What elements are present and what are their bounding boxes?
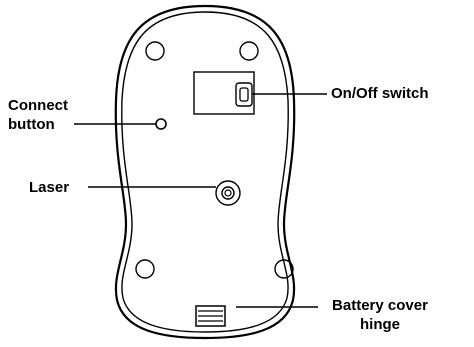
switch-recess bbox=[194, 72, 254, 114]
connect-button-label-line2: button bbox=[8, 115, 68, 134]
on-off-switch-knob bbox=[240, 88, 248, 101]
battery-cover-hinge-label: Battery cover hinge bbox=[318, 296, 442, 334]
laser-label-text: Laser bbox=[29, 179, 69, 196]
laser-middle-ring bbox=[222, 187, 234, 199]
battery-cover-hinge-label-line2: hinge bbox=[318, 315, 442, 334]
foot-bottom-left bbox=[136, 260, 154, 278]
on-off-switch-label-text: On/Off switch bbox=[331, 85, 429, 102]
on-off-switch-label: On/Off switch bbox=[331, 84, 429, 103]
mouse-outer-outline bbox=[116, 6, 294, 338]
laser-outer-ring bbox=[216, 181, 240, 205]
connect-button bbox=[156, 119, 166, 129]
foot-top-left bbox=[146, 42, 164, 60]
mouse-inner-outline bbox=[122, 12, 288, 332]
connect-button-label: Connect button bbox=[8, 96, 68, 134]
on-off-switch bbox=[236, 83, 252, 106]
connect-button-label-line1: Connect bbox=[8, 96, 68, 115]
foot-top-right bbox=[240, 42, 258, 60]
laser-lens bbox=[225, 190, 231, 196]
laser-label: Laser bbox=[29, 178, 69, 197]
battery-cover-hinge-label-line1: Battery cover bbox=[318, 296, 442, 315]
